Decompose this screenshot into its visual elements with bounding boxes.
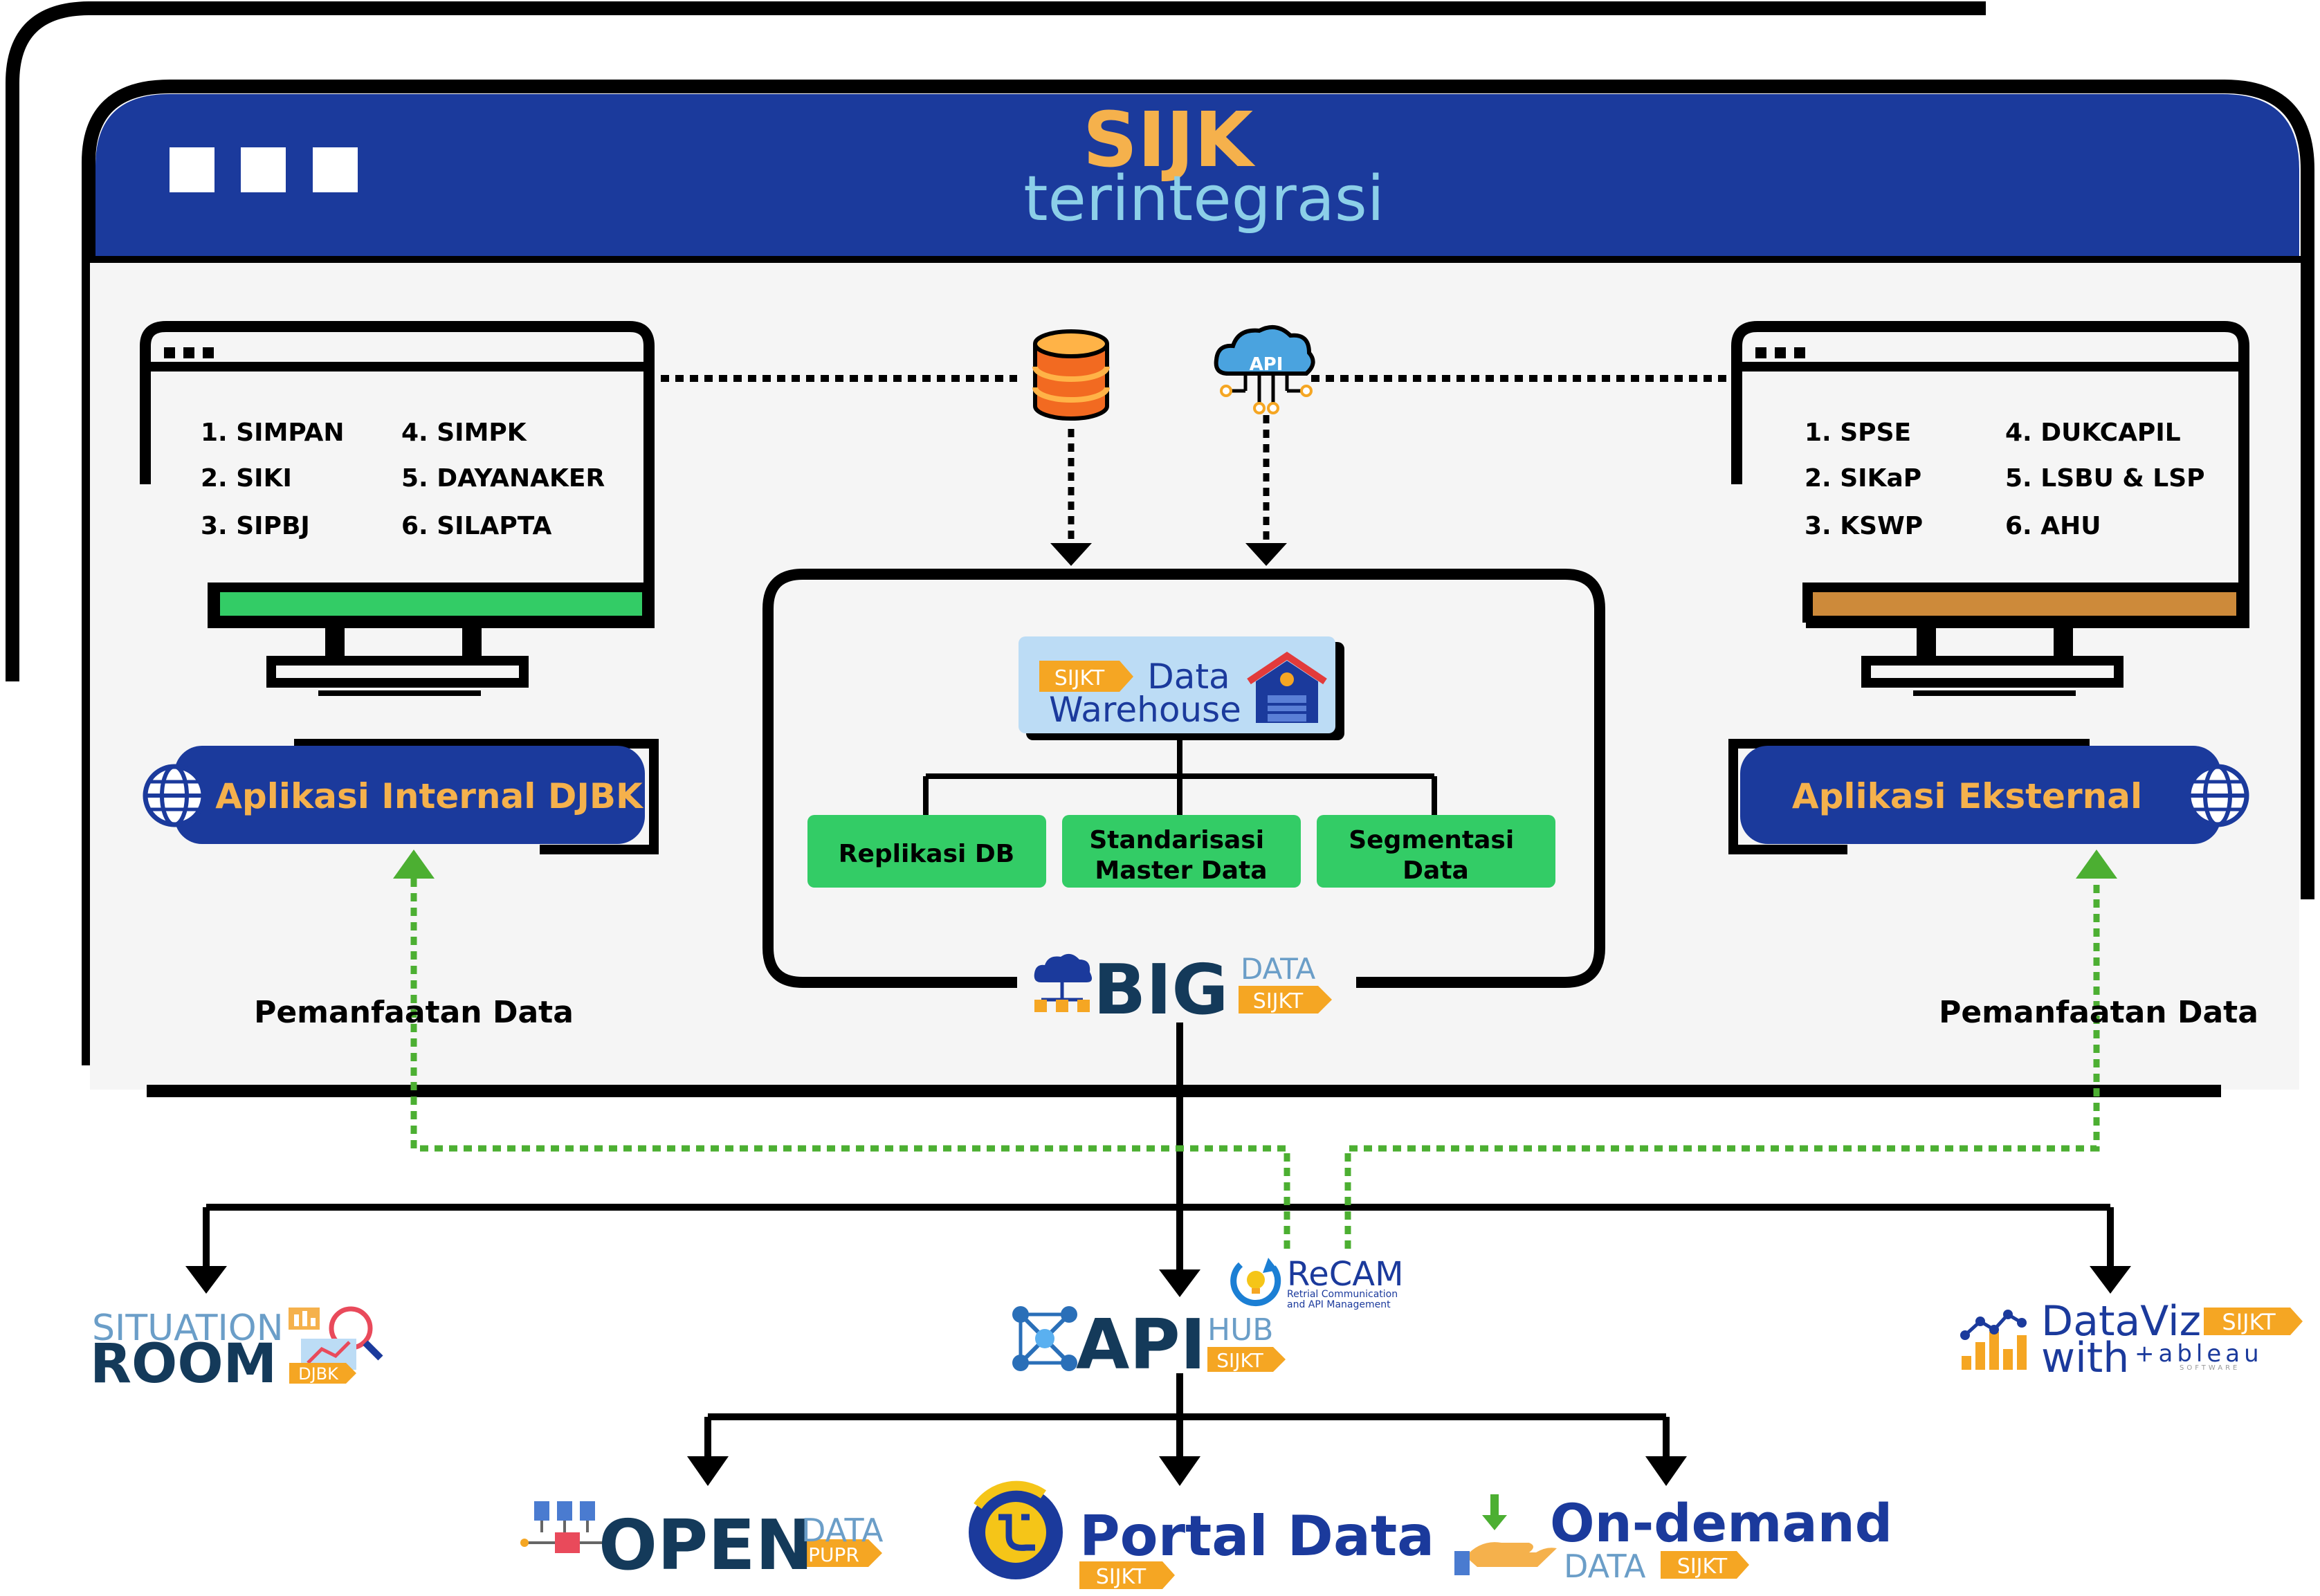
process-box-standarisasi [1062,815,1301,888]
open-data-tag-shape [799,1539,882,1567]
sijkt-tag-shape [1039,661,1133,692]
internal-item-5: 5. DAYANAKER [401,464,605,493]
feedback-arrow-internal [393,850,435,879]
internal-app-badge [174,739,659,854]
main-window-frame [82,80,2314,1065]
apihub-api: API [1076,1304,1206,1385]
process-label-standarisasi: Standarisasi Master Data [1089,826,1272,885]
window-header-bar [95,94,2299,256]
situation-room-chart-icon [289,1306,383,1370]
bigdata-cloud-icon [1034,953,1093,1012]
window-dot-1 [170,147,214,192]
window-dot-3 [313,147,358,192]
portal-data-icon [969,1480,1063,1579]
dataviz-tag-shape [2204,1308,2303,1335]
internal-item-4: 4. SIMPK [401,419,527,447]
process-box-replikasi [807,815,1046,888]
dotted-arrow-db-head [1050,543,1092,566]
main-flow-arrowhead [1159,1269,1200,1297]
process-box-segmentasi [1317,815,1555,888]
window-dot-2 [241,147,286,192]
database-icon [1032,329,1110,421]
dataviz-brand: +ableau [2135,1340,2263,1368]
apihub-tag: SIJKT [1216,1349,1263,1372]
arrow-open-data [687,1456,729,1486]
bigdata-big: BIG [1093,949,1229,1030]
arrow-dataviz [2090,1266,2131,1294]
recam-icon [1230,1258,1281,1306]
external-monitor [1731,321,2249,696]
globe-icon [2186,764,2249,827]
api-hub-network-icon [1012,1306,1077,1371]
portal-tag: SIJKT [1096,1565,1147,1589]
situation-line1: SITUATION [92,1308,284,1349]
external-item-1: 1. SPSE [1805,419,1911,447]
bigdata-data: DATA [1241,952,1315,986]
opendata-data: DATA [801,1512,884,1549]
warehouse-line2: Warehouse [1049,690,1241,730]
external-item-6: 6. AHU [2005,512,2101,540]
internal-item-1: 1. SIMPAN [201,419,344,447]
feedback-line-external [1344,877,2100,1249]
opendata-tag: PUPR [808,1543,859,1566]
portal-title: Portal Data [1079,1504,1434,1568]
ondemand-tag: SIJKT [1677,1554,1728,1579]
arrow-on-demand [1645,1456,1687,1486]
situation-line2: ROOM [90,1333,277,1395]
apihub-tag-shape [1207,1347,1286,1372]
warehouse-tag: SIJKT [1054,666,1105,690]
process-label-replikasi: Replikasi DB [839,840,1014,868]
internal-usage-label: Pemanfaatan Data [254,995,574,1030]
ondemand-data: DATA [1564,1548,1646,1585]
recam-sub2: and API Management [1287,1299,1391,1310]
internal-item-6: 6. SILAPTA [401,512,552,540]
dataviz-brand-sub: SOFTWARE [2180,1364,2240,1372]
globe-icon [143,764,206,827]
recam-sub1: Retrial Communication [1287,1289,1398,1300]
dataviz-tag: SIJKT [2222,1309,2276,1335]
internal-app-label: Aplikasi Internal DJBK [215,776,644,816]
back-window-frame [6,1,1986,681]
situation-tag-shape [289,1363,356,1384]
external-app-badge [1728,739,2221,854]
external-item-2: 2. SIKaP [1805,464,1921,493]
opendata-open: OPEN [599,1505,813,1586]
on-demand-hand-icon [1454,1494,1557,1575]
dataviz-line2: with [2041,1334,2129,1382]
external-app-label: Aplikasi Eksternal [1792,776,2142,816]
arrow-situation-room [185,1266,227,1294]
api-cloud-label: API [1250,354,1284,375]
dotted-arrow-api-head [1245,543,1287,566]
process-label-segmentasi: Segmentasi Data [1349,826,1523,885]
big-data-box [762,569,1605,988]
internal-monitor [140,321,655,696]
ondemand-title: On-demand [1550,1492,1892,1554]
api-cloud-icon [1214,324,1315,414]
bigdata-tag-shape [1239,986,1332,1013]
bigdata-tag: SIJKT [1253,989,1304,1013]
dataviz-line1: DataViz [2041,1297,2201,1346]
situation-tag: DJBK [298,1364,339,1384]
arrow-portal-data [1159,1456,1200,1486]
apihub-hub: HUB [1207,1312,1273,1348]
warehouse-icon [1247,651,1327,723]
external-item-4: 4. DUKCAPIL [2005,419,2181,447]
external-item-3: 3. KSWP [1805,512,1923,540]
dataviz-bar-icon [1960,1310,2027,1370]
external-usage-label: Pemanfaatan Data [1939,995,2258,1030]
internal-item-2: 2. SIKI [201,464,292,493]
external-item-5: 5. LSBU & LSP [2005,464,2205,493]
header-subtitle: terintegrasi [1023,163,1385,235]
open-data-docs-icon [520,1501,614,1553]
ondemand-tag-shape [1661,1551,1749,1579]
internal-item-3: 3. SIPBJ [201,512,310,540]
feedback-arrow-external [2076,850,2117,879]
header-title: SIJK [1083,95,1256,184]
recam-title: ReCAM [1287,1255,1404,1294]
portal-tag-shape [1079,1561,1175,1589]
warehouse-line1: Data [1147,657,1230,697]
feedback-line-internal [410,877,1290,1249]
